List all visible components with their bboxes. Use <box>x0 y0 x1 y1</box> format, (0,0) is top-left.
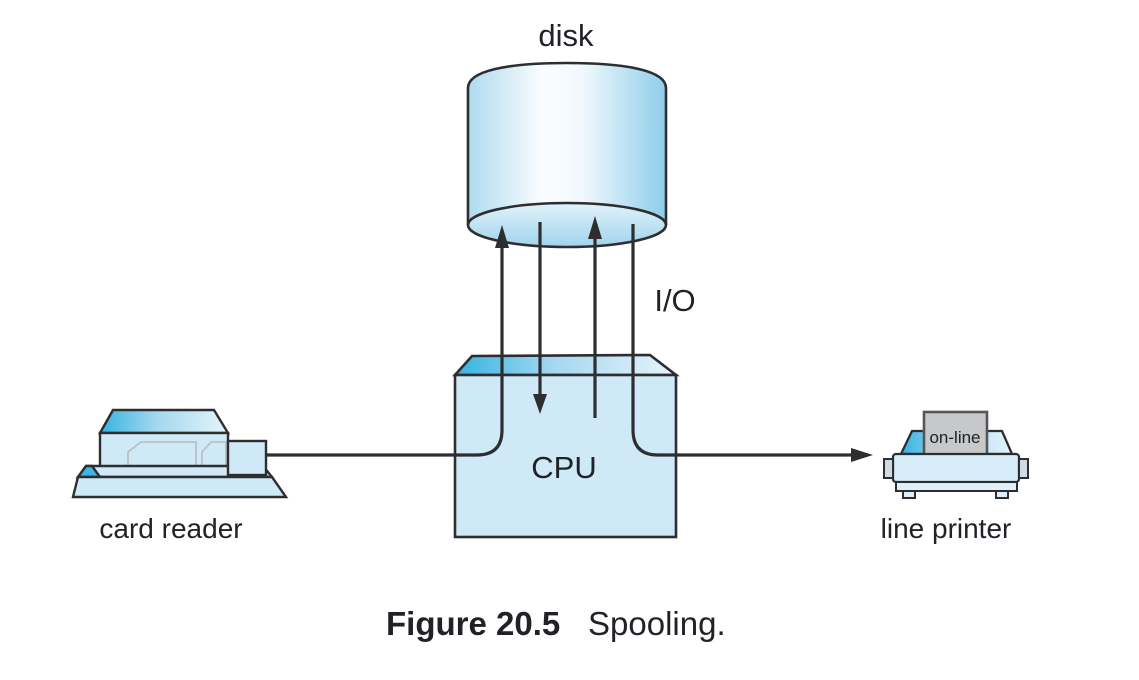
card-reader-label: card reader <box>99 513 242 544</box>
arrowhead-right-icon <box>851 448 873 462</box>
caption-label: Figure 20.5 <box>386 605 560 642</box>
flow-arrows <box>266 216 873 462</box>
printer-right-tab <box>1018 458 1029 479</box>
io-label: I/O <box>654 283 695 318</box>
arrow-disk-to-cpu <box>533 222 547 414</box>
card-reader-roof <box>97 408 231 435</box>
figure-caption: Figure 20.5 Spooling. <box>386 605 726 642</box>
line-printer-label: line printer <box>881 513 1012 544</box>
arrow-card-reader-to-disk <box>266 225 509 457</box>
printer-left-foot <box>902 490 916 499</box>
line-printer-illustration <box>883 410 1029 499</box>
cpu-box-top-face <box>452 353 680 377</box>
card-reader-front-panels <box>127 441 227 466</box>
cpu-label: CPU <box>531 450 596 485</box>
disk-body <box>466 61 668 225</box>
printer-left-tab <box>883 458 894 479</box>
arrow-disk-to-printer <box>631 224 873 462</box>
printer-right-foot <box>995 490 1009 499</box>
arrowhead-up-icon <box>588 216 602 239</box>
arrow-cpu-to-disk <box>588 216 602 418</box>
disk-label: disk <box>538 18 594 53</box>
printer-status-label: on-line <box>929 428 980 447</box>
caption-title: Spooling. <box>588 605 726 642</box>
disk-bottom-face <box>466 201 668 249</box>
cpu-box-front-face <box>453 373 678 539</box>
card-reader-illustration <box>71 408 289 499</box>
card-reader-body <box>98 431 230 470</box>
card-reader-base <box>71 475 289 499</box>
disk-cylinder <box>466 61 668 249</box>
card-reader-output-box <box>226 439 268 477</box>
cpu-box <box>452 353 680 539</box>
printer-bottom-bar <box>895 481 1018 492</box>
arrow-stem <box>266 245 504 457</box>
arrowhead-down-icon <box>533 394 547 414</box>
arrowhead-up-icon <box>495 225 509 248</box>
arrow-stem <box>631 224 854 457</box>
printer-body <box>891 452 1021 484</box>
